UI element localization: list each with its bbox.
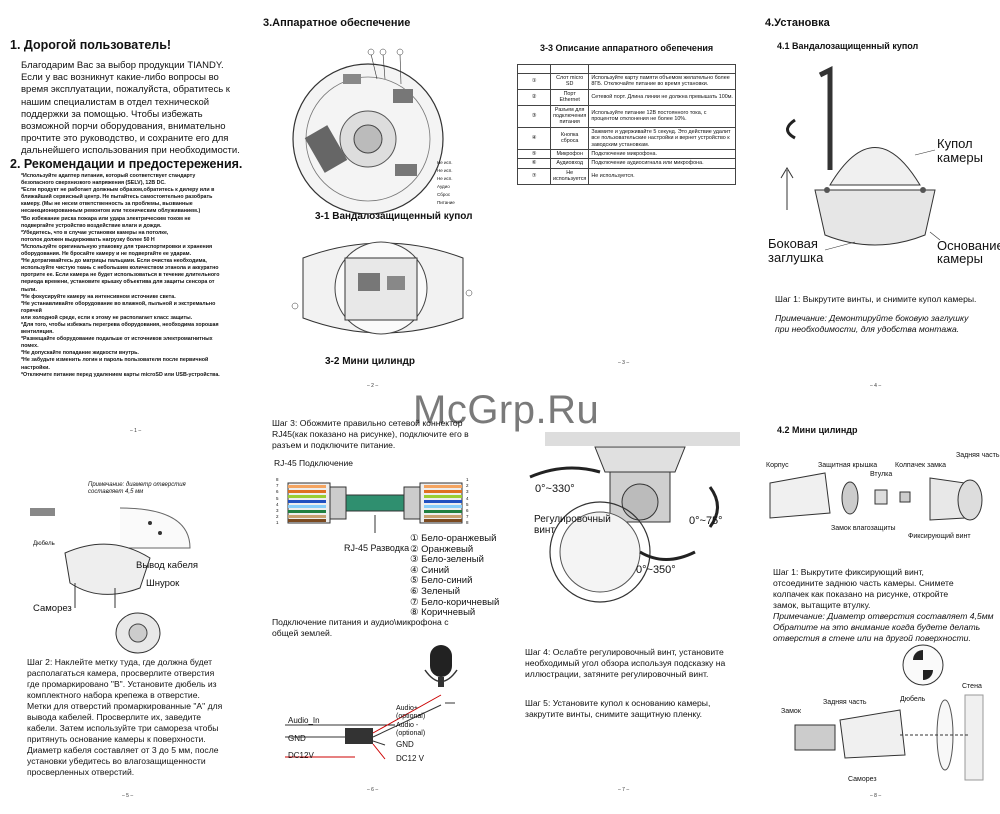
- page2-number: – 2 –: [367, 383, 379, 389]
- page1-greeting: Благодарим Вас за выбор продукции TIANDY…: [21, 60, 240, 157]
- page8-step1: Шаг 1: Выкрутите фиксирующий винт,отсоед…: [773, 567, 954, 610]
- label-cable-out: Вывод кабеля: [136, 560, 199, 571]
- label-body: Корпус: [766, 462, 789, 469]
- page1-number: – 1 –: [130, 428, 142, 434]
- page8-number: – 8 –: [870, 793, 882, 799]
- label-cord: Шнурок: [146, 578, 180, 589]
- label-back: Задняя часть: [956, 452, 1000, 459]
- angle-tilt: 0°~75°: [689, 515, 723, 527]
- mini-cylinder-wall-mount-diagram: [794, 644, 984, 781]
- fig1-caption: 3-1 Вандалозащищенный купол: [315, 211, 473, 222]
- dome-angle-adjust-diagram: [529, 432, 740, 603]
- label-fix-screw: Фиксирующий винт: [908, 533, 971, 540]
- dome-install-diagram: [780, 65, 941, 251]
- dome-mount-diagram: [30, 507, 191, 654]
- label-dc12v-2: DC12 V: [396, 754, 425, 763]
- page1-warnings: *Используйте адаптер питания, который со…: [21, 173, 220, 378]
- page4-number: – 4 –: [870, 383, 882, 389]
- page8-subtitle: 4.2 Мини цилиндр: [777, 425, 858, 435]
- label-dowel-2: Дюбель: [900, 696, 926, 703]
- page4-title: 4.Установка: [765, 17, 830, 29]
- label-gnd: GND: [288, 734, 306, 743]
- label-dc12v: DC12V: [288, 751, 314, 760]
- label-bushing: Втулка: [870, 471, 893, 478]
- page2-title: 3.Аппаратное обеспечение: [263, 17, 411, 29]
- rj45-title: RJ-45 Подключение: [274, 458, 353, 468]
- label-audio-in: Audio_In: [288, 716, 320, 725]
- rj45-cable-diagram: [287, 482, 463, 533]
- mini-cylinder-parts-diagram: [769, 472, 983, 521]
- label-back-2: Задняя часть: [823, 699, 867, 706]
- watermark: McGrp.Ru: [413, 388, 600, 432]
- page4-step1: Шаг 1: Выкрутите винты, и снимите купол …: [775, 294, 977, 304]
- label-lock-cap: Колпачек замка: [895, 462, 947, 469]
- page6-step3: Шаг 3: Обожмите правильно сетевой коннек…: [272, 418, 469, 450]
- fig2-caption: 3-2 Мини цилиндр: [325, 356, 415, 367]
- label-screw-2: Саморез: [848, 776, 877, 783]
- label-gnd-2: GND: [396, 740, 414, 749]
- page3-title: 3-3 Описание аппаратного обепечения: [540, 43, 714, 53]
- angle-pan: 0°~330°: [535, 483, 575, 495]
- rj45-wiring-label: RJ-45 Разводка: [344, 543, 410, 553]
- page5-step2: Шаг 2: Наклейте метку туда, где должна б…: [27, 657, 223, 777]
- label-wall: Стена: [962, 683, 982, 690]
- power-audio-wiring-diagram: [285, 645, 458, 760]
- page1-title2: 2. Рекомендации и предостережения.: [10, 157, 243, 171]
- mini-cylinder-hardware-diagram: [291, 241, 473, 335]
- page7-step4: Шаг 4: Ослабте регулировочный винт, уста…: [525, 647, 726, 679]
- page7-number: – 7 –: [618, 787, 630, 793]
- label-cover: Защитная крышка: [818, 462, 878, 469]
- page4-subtitle: 4.1 Вандалозащищенный купол: [777, 41, 919, 51]
- page8-note: Примечание: Диаметр отверстия составляет…: [773, 611, 994, 643]
- dome-hardware-diagram: [292, 48, 444, 214]
- label-lock: Замок: [781, 708, 801, 715]
- page5-number: – 5 –: [122, 793, 134, 799]
- page6-number: – 6 –: [367, 787, 379, 793]
- page4-note: Примечание: Демонтируйте боковую заглушк…: [775, 313, 969, 334]
- label-dowel: Дюбель: [33, 541, 55, 547]
- page1-title: 1. Дорогой пользователь!: [10, 38, 172, 52]
- label-audio-plus: Audio+(optional): [396, 705, 426, 720]
- page3-number: – 3 –: [618, 360, 630, 366]
- label-lock-water: Замок влагозащиты: [831, 525, 896, 532]
- angle-rotate: 0°~350°: [636, 564, 676, 576]
- label-audio-minus: Audio -(optional): [396, 722, 426, 737]
- label-screw: Саморез: [33, 603, 72, 614]
- page7-step5: Шаг 5: Установите купол к основанию каме…: [525, 698, 711, 719]
